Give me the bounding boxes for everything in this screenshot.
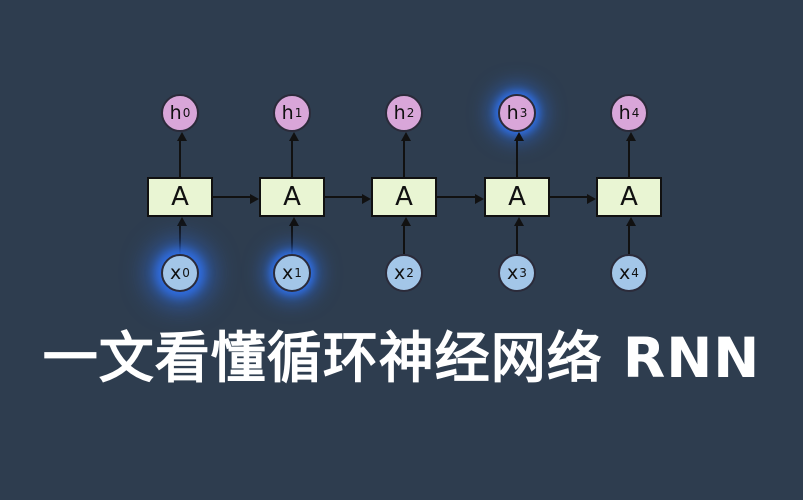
a-label: A bbox=[508, 182, 526, 212]
arrow-a-to-h-3 bbox=[514, 132, 524, 177]
h-label: h bbox=[281, 102, 294, 124]
h-label: h bbox=[393, 102, 406, 124]
arrow-a-to-a-3 bbox=[550, 194, 596, 204]
arrow-x-to-a-2 bbox=[401, 217, 411, 254]
a-box-3: A bbox=[484, 177, 550, 217]
arrow-a-to-a-2 bbox=[437, 194, 484, 204]
x-sub: 4 bbox=[631, 266, 639, 280]
x-label: x bbox=[282, 262, 294, 284]
h-sub: 3 bbox=[519, 106, 528, 120]
x-sub: 2 bbox=[406, 266, 414, 280]
a-label: A bbox=[171, 182, 189, 212]
x-label: x bbox=[507, 262, 519, 284]
h-sub: 2 bbox=[406, 106, 415, 120]
a-box-2: A bbox=[371, 177, 437, 217]
x-sub: 3 bbox=[519, 266, 527, 280]
h-sub: 4 bbox=[631, 106, 640, 120]
a-label: A bbox=[620, 182, 638, 212]
arrow-a-to-h-0 bbox=[177, 132, 187, 177]
x-sub: 1 bbox=[294, 266, 302, 280]
h-label: h bbox=[506, 102, 519, 124]
h-sub: 0 bbox=[182, 106, 191, 120]
arrow-a-to-a-1 bbox=[325, 194, 371, 204]
h-label: h bbox=[169, 102, 182, 124]
x-label: x bbox=[619, 262, 631, 284]
a-box-1: A bbox=[259, 177, 325, 217]
a-box-0: A bbox=[147, 177, 213, 217]
arrow-a-to-a-0 bbox=[213, 194, 259, 204]
a-label: A bbox=[283, 182, 301, 212]
page-title: 一文看懂循环神经网络 RNN bbox=[42, 326, 761, 390]
arrow-a-to-h-4 bbox=[626, 132, 636, 177]
arrow-a-to-h-1 bbox=[289, 132, 299, 177]
h-label: h bbox=[618, 102, 631, 124]
a-label: A bbox=[395, 182, 413, 212]
arrow-x-to-a-4 bbox=[626, 217, 636, 254]
x-label: x bbox=[394, 262, 406, 284]
a-box-4: A bbox=[596, 177, 662, 217]
arrow-a-to-h-2 bbox=[401, 132, 411, 177]
x-label: x bbox=[170, 262, 182, 284]
arrow-x-to-a-0 bbox=[177, 217, 187, 254]
arrow-x-to-a-3 bbox=[514, 217, 524, 254]
arrow-x-to-a-1 bbox=[289, 217, 299, 254]
h-sub: 1 bbox=[294, 106, 303, 120]
x-sub: 0 bbox=[182, 266, 190, 280]
